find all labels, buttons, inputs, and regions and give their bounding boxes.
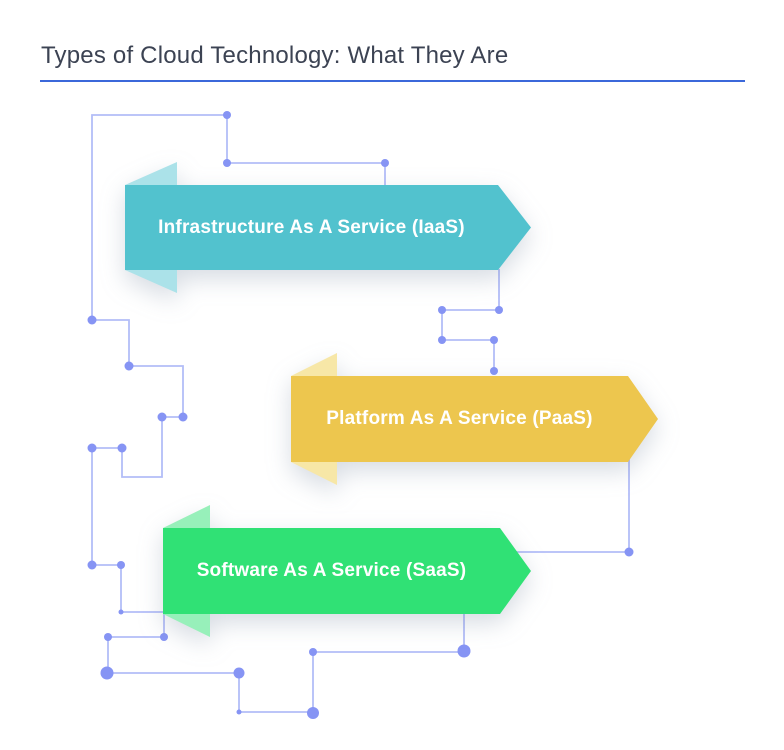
title-underline <box>40 80 745 82</box>
arrow-label-paas: Platform As A Service (PaaS) <box>326 407 593 429</box>
arrow-label-saas: Software As A Service (SaaS) <box>196 559 467 581</box>
circuit-dot <box>178 412 188 422</box>
circuit-dot <box>160 633 168 641</box>
circuit-line-top-branch <box>226 115 386 187</box>
circuit-dot <box>124 361 134 371</box>
circuit-dot <box>87 560 97 570</box>
circuit-dot <box>117 443 127 453</box>
circuit-dot <box>457 644 471 658</box>
circuit-dot <box>490 367 498 375</box>
arrow-body <box>163 528 531 614</box>
circuit-dot <box>117 561 125 569</box>
circuit-dot <box>118 609 124 615</box>
arrow-label-iaas: Infrastructure As A Service (IaaS) <box>158 216 465 238</box>
page-title: Types of Cloud Technology: What They Are <box>41 42 509 69</box>
circuit-dot <box>223 159 231 167</box>
circuit-dot <box>104 633 112 641</box>
circuit-dot <box>233 667 245 679</box>
arrow-banner-paas: Platform As A Service (PaaS) <box>291 353 658 485</box>
circuit-dot <box>438 336 446 344</box>
circuit-dots <box>87 111 634 719</box>
circuit-dot <box>236 709 242 715</box>
circuit-dot <box>624 547 634 557</box>
circuit-dot <box>490 336 498 344</box>
circuit-dot <box>438 306 446 314</box>
arrow-banner-iaas: Infrastructure As A Service (IaaS) <box>125 162 531 293</box>
arrow-body <box>291 376 658 462</box>
circuit-dot <box>495 306 503 314</box>
circuit-dot <box>87 315 97 325</box>
arrow-body <box>125 185 531 270</box>
circuit-line-middle-branch <box>441 269 500 371</box>
circuit-dot <box>157 412 167 422</box>
circuit-dot <box>100 666 114 680</box>
circuit-dot <box>381 159 389 167</box>
circuit-dot <box>307 707 319 719</box>
arrow-banner-saas: Software As A Service (SaaS) <box>163 505 531 637</box>
circuit-dot <box>309 648 317 656</box>
circuit-dot <box>223 111 231 119</box>
circuit-dot <box>87 443 97 453</box>
